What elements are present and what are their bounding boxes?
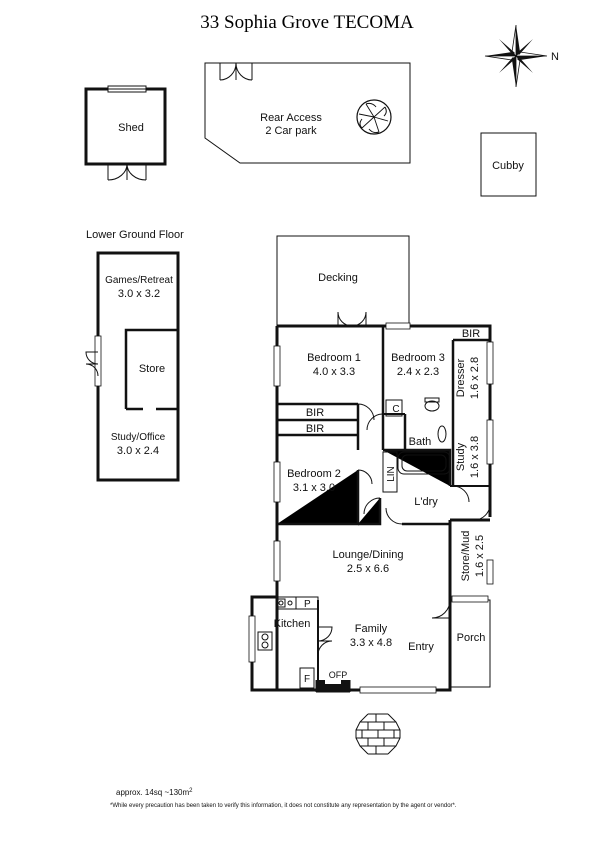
- cubby-label: Cubby: [492, 160, 524, 172]
- lower-ground-floor: Games/Retreat 3.0 x 3.2 Store Study/Offi…: [85, 251, 180, 482]
- lounge-dining-dims: 2.5 x 6.6: [347, 563, 389, 575]
- compass-north-label: N: [551, 51, 559, 63]
- brick-pad: [355, 713, 401, 755]
- study-office-name: Study/Office: [111, 432, 166, 443]
- laundry-label: L'dry: [414, 496, 438, 508]
- area-text: approx. 14sq ~130m2: [116, 788, 193, 797]
- store-mud-dims: 1.6 x 2.5: [474, 535, 486, 577]
- study-name: Study: [455, 442, 467, 471]
- study-dims: 1.6 x 3.8: [469, 436, 481, 478]
- entry-label: Entry: [408, 641, 434, 653]
- lower-store-label: Store: [139, 363, 165, 375]
- cubby: Cubby: [480, 132, 537, 197]
- bathroom-fittings: [382, 397, 451, 493]
- bedroom-3-dims: 2.4 x 2.3: [397, 366, 439, 378]
- decking: Decking: [276, 235, 410, 326]
- open-fireplace: OFP: [315, 670, 351, 693]
- linen-label: LIN: [386, 466, 397, 482]
- games-retreat-name: Games/Retreat: [105, 275, 173, 286]
- kitchen-label: Kitchen: [274, 618, 311, 630]
- rear-access-line1: Rear Access: [260, 112, 322, 124]
- bedroom-2-dims: 3.1 x 3.0: [293, 482, 335, 494]
- study-office-dims: 3.0 x 2.4: [117, 445, 159, 457]
- fridge-label: F: [304, 674, 310, 685]
- rear-access-line2: 2 Car park: [265, 125, 317, 137]
- bedroom-2-name: Bedroom 2: [287, 468, 341, 480]
- shed: Shed: [84, 85, 167, 181]
- interior-doors: [357, 403, 491, 619]
- decking-label: Decking: [318, 272, 358, 284]
- store-mud-name: Store/Mud: [460, 531, 472, 582]
- plan-title: 33 Sophia Grove TECOMA: [200, 12, 414, 33]
- lower-ground-heading: Lower Ground Floor: [86, 229, 184, 241]
- ofp-label: OFP: [329, 670, 348, 680]
- deck-doors: [337, 311, 367, 327]
- lounge-dining-name: Lounge/Dining: [333, 549, 404, 561]
- pantry-label: P: [304, 599, 311, 610]
- games-retreat-dims: 3.0 x 3.2: [118, 288, 160, 300]
- compass-rose-icon: [484, 24, 548, 88]
- kitchen-annex: P F Kitchen: [248, 595, 333, 692]
- bedroom-3-name: Bedroom 3: [391, 352, 445, 364]
- bir-bed1-label: BIR: [306, 407, 324, 419]
- rear-access-car-park: Rear Access 2 Car park: [204, 62, 411, 164]
- dresser-dims: 1.6 x 2.8: [469, 357, 481, 399]
- family-dims: 3.3 x 4.8: [350, 637, 392, 649]
- porch-label: Porch: [457, 632, 486, 644]
- tree-icon: [356, 99, 392, 135]
- family-name: Family: [355, 623, 388, 635]
- bedroom-1-dims: 4.0 x 3.3: [313, 366, 355, 378]
- porch: [450, 595, 491, 688]
- windows: [273, 322, 494, 694]
- cupboard-label: C: [392, 404, 399, 415]
- shed-label: Shed: [118, 122, 144, 134]
- bir-bed3-label: BIR: [462, 328, 480, 340]
- bedroom-1-name: Bedroom 1: [307, 352, 361, 364]
- disclaimer: *While every precaution has been taken t…: [110, 803, 457, 809]
- bath-label: Bath: [409, 436, 432, 448]
- dresser-name: Dresser: [455, 358, 467, 397]
- bir-bed2-label: BIR: [306, 423, 324, 435]
